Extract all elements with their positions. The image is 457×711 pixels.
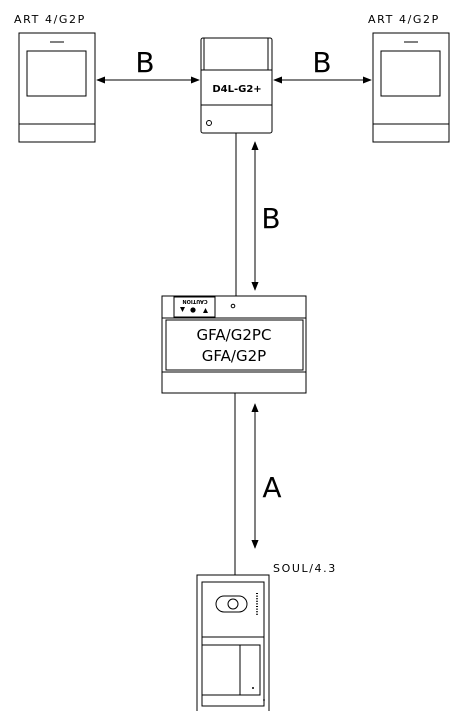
monitor-left-label: ART 4/G2P	[14, 13, 86, 26]
warning-triangle-icon	[180, 307, 185, 312]
door-panel: SOUL/4.3	[196, 562, 337, 711]
connection-label-a: A	[262, 471, 281, 504]
monitor-right: ART 4/G2P	[368, 13, 450, 143]
monitor-left: ART 4/G2P	[14, 13, 96, 143]
monitor-left-screen	[26, 50, 87, 97]
power-supply-label-line2: GFA/G2P	[202, 347, 266, 365]
warning-triangle-icon	[203, 308, 208, 313]
connection-label-b-left: B	[135, 46, 154, 79]
distributor-led	[206, 120, 212, 126]
power-supply: CAUTION GFA/G2PC GFA/G2P	[161, 295, 307, 394]
camera-lens-icon	[227, 598, 239, 610]
door-panel-module	[201, 644, 261, 696]
door-panel-led	[252, 687, 254, 689]
door-panel-screw	[263, 699, 265, 701]
caution-text: CAUTION	[182, 298, 207, 304]
power-supply-led	[230, 303, 236, 309]
power-supply-label-line1: GFA/G2PC	[197, 326, 272, 344]
distributor-label: D4L-G2+	[212, 84, 261, 95]
monitor-right-label: ART 4/G2P	[368, 13, 440, 26]
door-panel-label: SOUL/4.3	[273, 562, 337, 575]
connection-label-b-vertical: B	[261, 202, 280, 235]
power-supply-label-panel	[165, 319, 304, 371]
distributor: D4L-G2+	[200, 37, 273, 134]
connection-label-b-right: B	[312, 46, 331, 79]
warning-circle-icon	[190, 307, 196, 313]
monitor-right-screen	[380, 50, 441, 97]
